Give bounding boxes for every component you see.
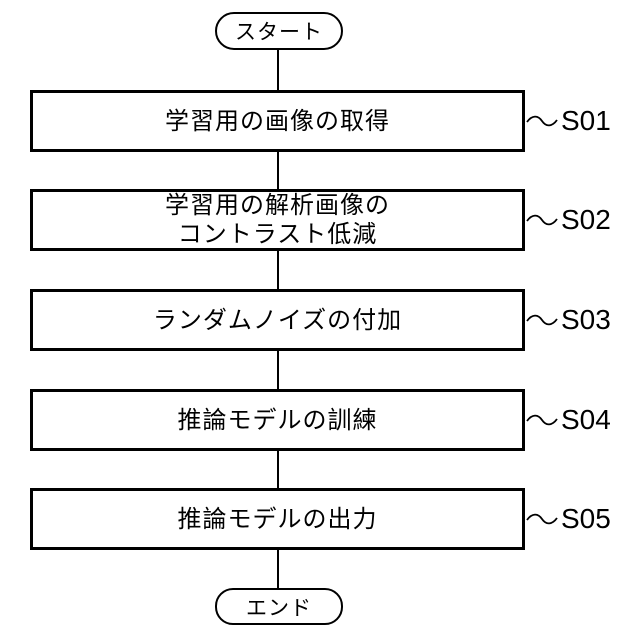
connector-line <box>277 450 279 488</box>
step-id: S05 <box>561 503 611 534</box>
process-box-s04: 推論モデルの訓練 <box>30 389 525 451</box>
process-box-s01: 学習用の画像の取得 <box>30 90 525 152</box>
step-id: S04 <box>561 404 611 435</box>
start-terminal-label: スタート <box>235 21 323 44</box>
process-box-s03: ランダムノイズの付加 <box>30 289 525 351</box>
process-box-s02: 学習用の解析画像の コントラスト低減 <box>30 189 525 251</box>
connector-line <box>277 151 279 189</box>
tilde-connector-icon <box>526 414 558 426</box>
connector-line <box>277 549 279 588</box>
step-label-s01: S01 <box>526 105 611 136</box>
connector-line <box>277 350 279 389</box>
step-id: S01 <box>561 105 611 136</box>
end-terminal: エンド <box>215 588 343 625</box>
tilde-connector-icon <box>526 115 558 127</box>
step-id: S03 <box>561 304 611 335</box>
connector-line <box>277 49 279 90</box>
process-text: コントラスト低減 <box>177 221 378 248</box>
connector-line <box>277 250 279 289</box>
step-id: S02 <box>561 204 611 235</box>
tilde-connector-icon <box>526 314 558 326</box>
tilde-connector-icon <box>526 513 558 525</box>
step-label-s03: S03 <box>526 304 611 335</box>
process-text: 学習用の解析画像の <box>165 192 390 219</box>
start-terminal: スタート <box>215 12 343 50</box>
step-label-s05: S05 <box>526 503 611 534</box>
step-label-s04: S04 <box>526 404 611 435</box>
process-box-s05: 推論モデルの出力 <box>30 488 525 550</box>
process-text: 推論モデルの訓練 <box>177 406 378 434</box>
process-text: ランダムノイズの付加 <box>152 306 403 334</box>
process-text: 推論モデルの出力 <box>177 505 378 533</box>
tilde-connector-icon <box>526 214 558 226</box>
end-terminal-label: エンド <box>246 596 312 620</box>
process-text: 学習用の画像の取得 <box>165 107 390 135</box>
step-label-s02: S02 <box>526 204 611 235</box>
